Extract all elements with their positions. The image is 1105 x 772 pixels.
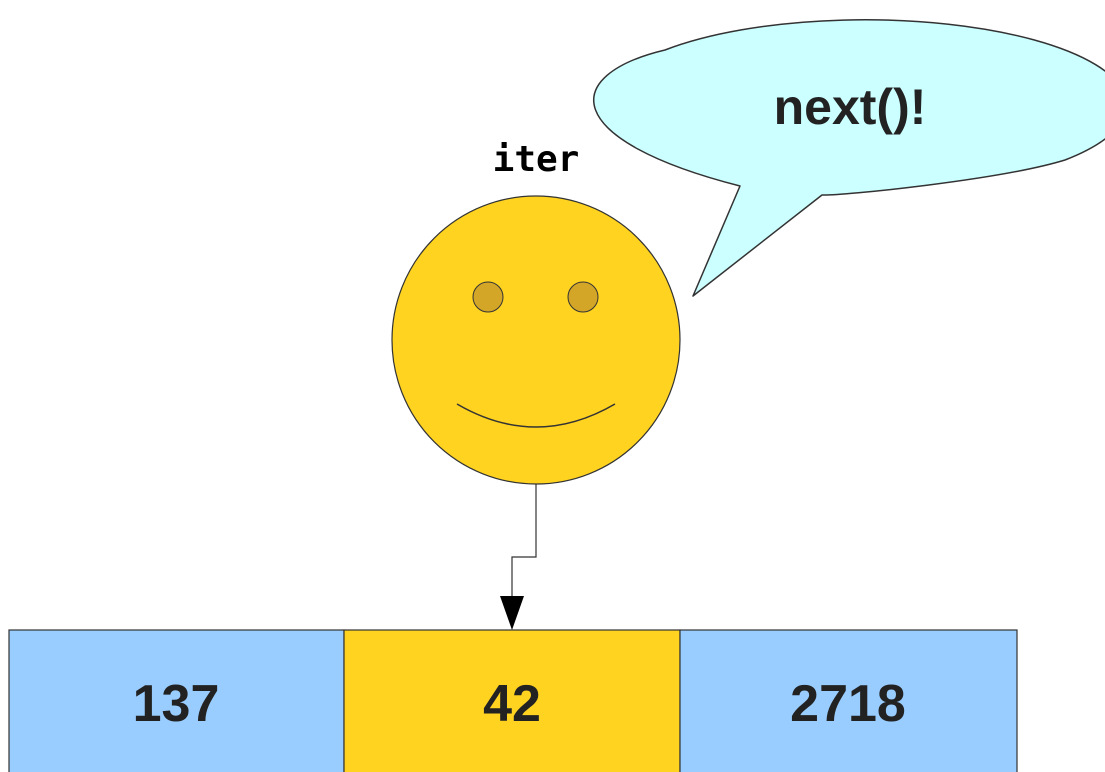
pointer-line (511, 484, 537, 596)
right-eye (567, 281, 599, 313)
array-cell-1-value: 42 (483, 675, 541, 733)
speech-text: next()! (774, 79, 927, 135)
smile-mouth (456, 403, 616, 428)
array: 137 42 2718 (8, 629, 1018, 772)
left-eye (472, 281, 504, 313)
array-cell-2-value: 2718 (790, 675, 906, 733)
face-circle (391, 195, 681, 485)
smiley-face (391, 195, 681, 485)
array-cell-2 (679, 629, 1018, 772)
pointer-arrow (500, 484, 537, 630)
array-cell-0-value: 137 (133, 675, 220, 733)
iterator-name-label: iter (493, 139, 580, 180)
arrowhead (500, 596, 524, 630)
array-cell-1 (343, 629, 681, 772)
array-cell-0 (8, 629, 345, 772)
speech-bubble-shape (593, 19, 1105, 297)
speech-bubble: next()! (593, 19, 1105, 297)
